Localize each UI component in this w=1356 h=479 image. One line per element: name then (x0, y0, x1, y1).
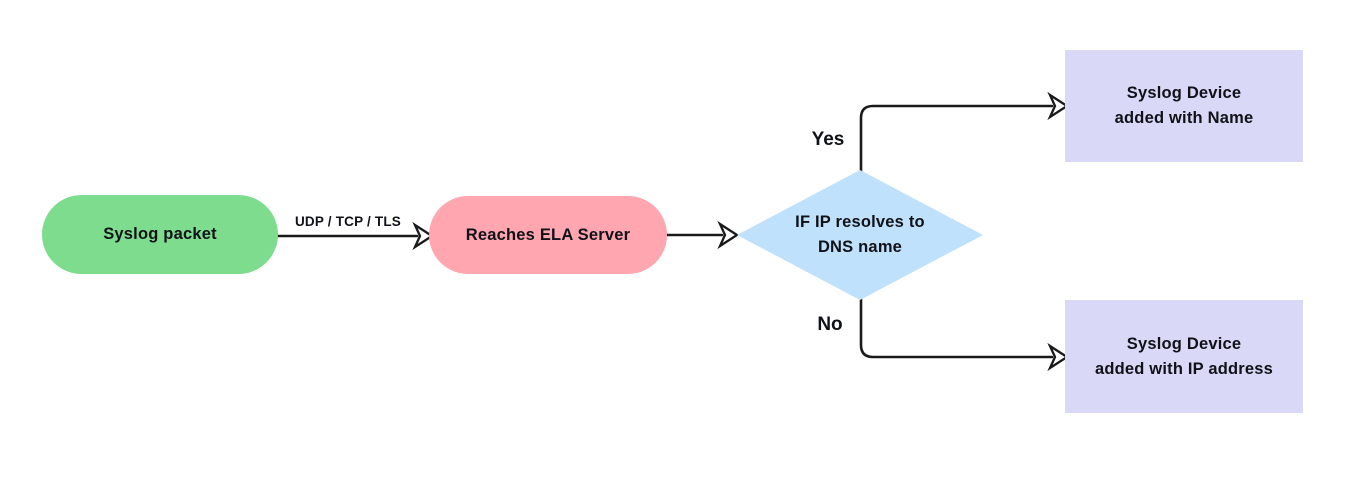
node-decision-diamond: IF IP resolves to DNS name (737, 170, 983, 300)
decision-diamond-shape (737, 170, 983, 300)
node-decision-label: IF IP resolves to DNS name (795, 213, 925, 256)
edge-yes-line (859, 104, 1054, 173)
node-syslog-packet: Syslog packet (42, 195, 278, 274)
edge-label-yes: Yes (811, 129, 845, 150)
node-reaches-ela-server-label: Reaches ELA Server (465, 225, 631, 244)
edge-label-udp: UDP / TCP / TLS (294, 214, 402, 229)
node-added-with-ip-label: Syslog Device added with IP address (1094, 334, 1274, 378)
edge-yes-arrowhead-icon (1047, 91, 1070, 121)
node-added-with-name-label: Syslog Device added with Name (1114, 84, 1254, 127)
node-reaches-ela-server: Reaches ELA Server (429, 196, 667, 274)
decision-diamond-polygon (737, 170, 983, 300)
node-added-with-name: Syslog Device added with Name (1065, 50, 1303, 162)
edge-label-no: No (817, 314, 843, 335)
edge-no-arrowhead-icon (1047, 342, 1070, 372)
node-added-with-ip: Syslog Device added with IP address (1065, 300, 1303, 413)
edge-no-line (859, 297, 1054, 359)
edge-udp-arrowhead-icon (412, 221, 435, 251)
node-syslog-packet-label: Syslog packet (103, 225, 217, 243)
edge-to-decision-arrowhead-icon (717, 220, 740, 250)
